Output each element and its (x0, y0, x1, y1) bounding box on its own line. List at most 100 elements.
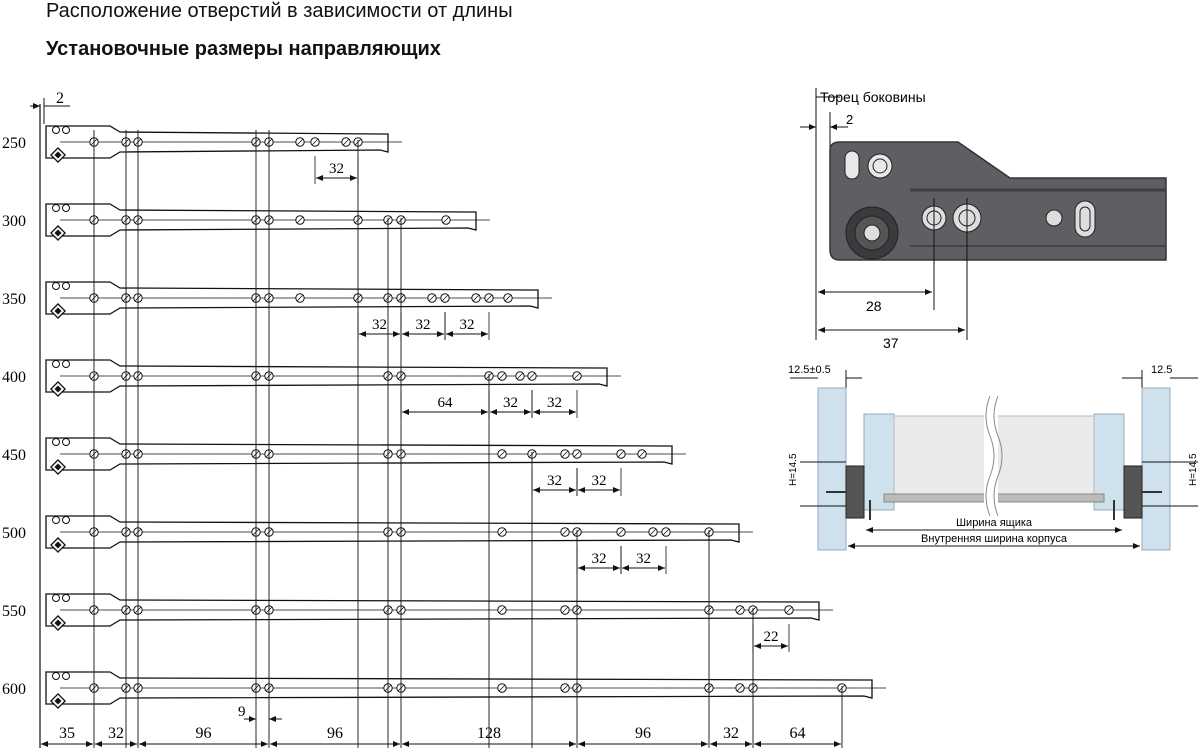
dim-label: 32 (460, 317, 475, 333)
rail-400: 400 64 32 32 (2, 359, 621, 418)
hole-slash (618, 529, 624, 535)
h-right-label: H=14.5 (1188, 453, 1199, 486)
wheel-diamond-core (54, 697, 62, 705)
mount-hole (52, 516, 60, 524)
bottom-dim-label: 96 (196, 725, 212, 742)
rail-length-label: 600 (2, 681, 26, 698)
h-left-label: H=14.5 (788, 453, 799, 486)
mount-hole (52, 204, 60, 212)
rail-length-label: 250 (2, 135, 26, 152)
detail-hole-a-inner (872, 158, 888, 174)
right-offset-label: 12.5 (1151, 364, 1172, 376)
dim-label: 32 (329, 161, 344, 177)
rail-600: 600 (2, 671, 886, 709)
hole-slash (562, 529, 568, 535)
dim-label: 32 (372, 317, 387, 333)
rail-length-label: 350 (2, 291, 26, 308)
inner-width-label: Внутренняя ширина корпуса (921, 533, 1068, 545)
rail-length-label: 500 (2, 525, 26, 542)
hole-slash (650, 529, 656, 535)
break-line-2 (993, 395, 1003, 517)
hole-slash (486, 295, 492, 301)
wheel-diamond-core (54, 151, 62, 159)
d28-label: 28 (866, 298, 882, 314)
rails-group: 250 32 300 350 32 32 32 400 64 32 32 450 32 32 500 32 32… (2, 125, 886, 748)
mount-hole (52, 282, 60, 290)
detail-hole-a (867, 153, 893, 179)
rail-length-label: 400 (2, 369, 26, 386)
mount-hole (62, 672, 70, 680)
detail-slot-1 (844, 150, 860, 180)
dim-label: 32 (547, 395, 562, 411)
detail-view: Торец боковины 2 28 37 (800, 88, 1167, 351)
mount-hole (52, 594, 60, 602)
hole-slash (517, 373, 523, 379)
bottom-dim-label: 96 (327, 725, 343, 742)
mount-hole (52, 438, 60, 446)
page-title: Расположение отверстий в зависимости от … (46, 0, 513, 22)
dim-label: 32 (592, 551, 607, 567)
d2-label: 2 (846, 112, 853, 127)
hole-slash (574, 373, 580, 379)
bottom-dim-label: 64 (790, 725, 806, 742)
hole-slash (297, 217, 303, 223)
mount-hole (52, 126, 60, 134)
dim-label: 32 (636, 551, 651, 567)
hole-slash (297, 295, 303, 301)
hole-slash (786, 607, 792, 613)
detail-hole-small (1045, 209, 1063, 227)
mount-hole (62, 516, 70, 524)
dim-label: 64 (438, 395, 454, 411)
bottom-dim-label: 128 (477, 725, 501, 742)
bottom-dim-label: 32 (108, 725, 124, 742)
mount-hole (62, 360, 70, 368)
hole-slash (443, 217, 449, 223)
bottom-dim-label: 32 (723, 725, 739, 742)
detail-slot-2-inner (1079, 206, 1091, 232)
right-runner (1123, 465, 1143, 519)
left-runner (845, 465, 865, 519)
hole-slash (618, 451, 624, 457)
rail-300: 300 (2, 203, 490, 241)
rail-length-label: 550 (2, 603, 26, 620)
wheel-diamond-core (54, 385, 62, 393)
rail-length-label: 450 (2, 447, 26, 464)
right-side-panel (1141, 387, 1171, 551)
detail-wheel-hub (863, 224, 881, 242)
hole-slash (499, 373, 505, 379)
page-subtitle: Установочные размеры направляющих (46, 38, 441, 60)
cross-section: 12.5±0.5 12.5 H=14.5 H=14.5 Ширина ящика… (788, 364, 1199, 551)
wheel-diamond-core (54, 307, 62, 315)
torets-label: Торец боковины (820, 89, 926, 105)
hole-slash (562, 607, 568, 613)
detail-slot-2 (1074, 200, 1096, 238)
wheel-diamond-core (54, 619, 62, 627)
hole-slash (639, 451, 645, 457)
nine-label: 9 (238, 704, 246, 720)
dim-label: 32 (503, 395, 518, 411)
mount-hole (52, 672, 60, 680)
hole-slash (312, 139, 318, 145)
hole-slash (529, 373, 535, 379)
hole-slash (574, 451, 580, 457)
rail-length-label: 300 (2, 213, 26, 230)
break-line-1 (985, 395, 995, 517)
hole-slash (737, 685, 743, 691)
hole-slash (429, 295, 435, 301)
wheel-diamond-core (54, 541, 62, 549)
d37-label: 37 (883, 335, 899, 351)
hole-slash (663, 529, 669, 535)
rail-500: 500 32 32 (2, 515, 753, 574)
mount-hole (62, 594, 70, 602)
mount-hole (62, 438, 70, 446)
hole-slash (499, 685, 505, 691)
left-side-panel (817, 387, 847, 551)
dim-label: 22 (764, 629, 779, 645)
dim-label: 32 (547, 473, 562, 489)
mount-hole (52, 360, 60, 368)
hole-slash (505, 295, 511, 301)
